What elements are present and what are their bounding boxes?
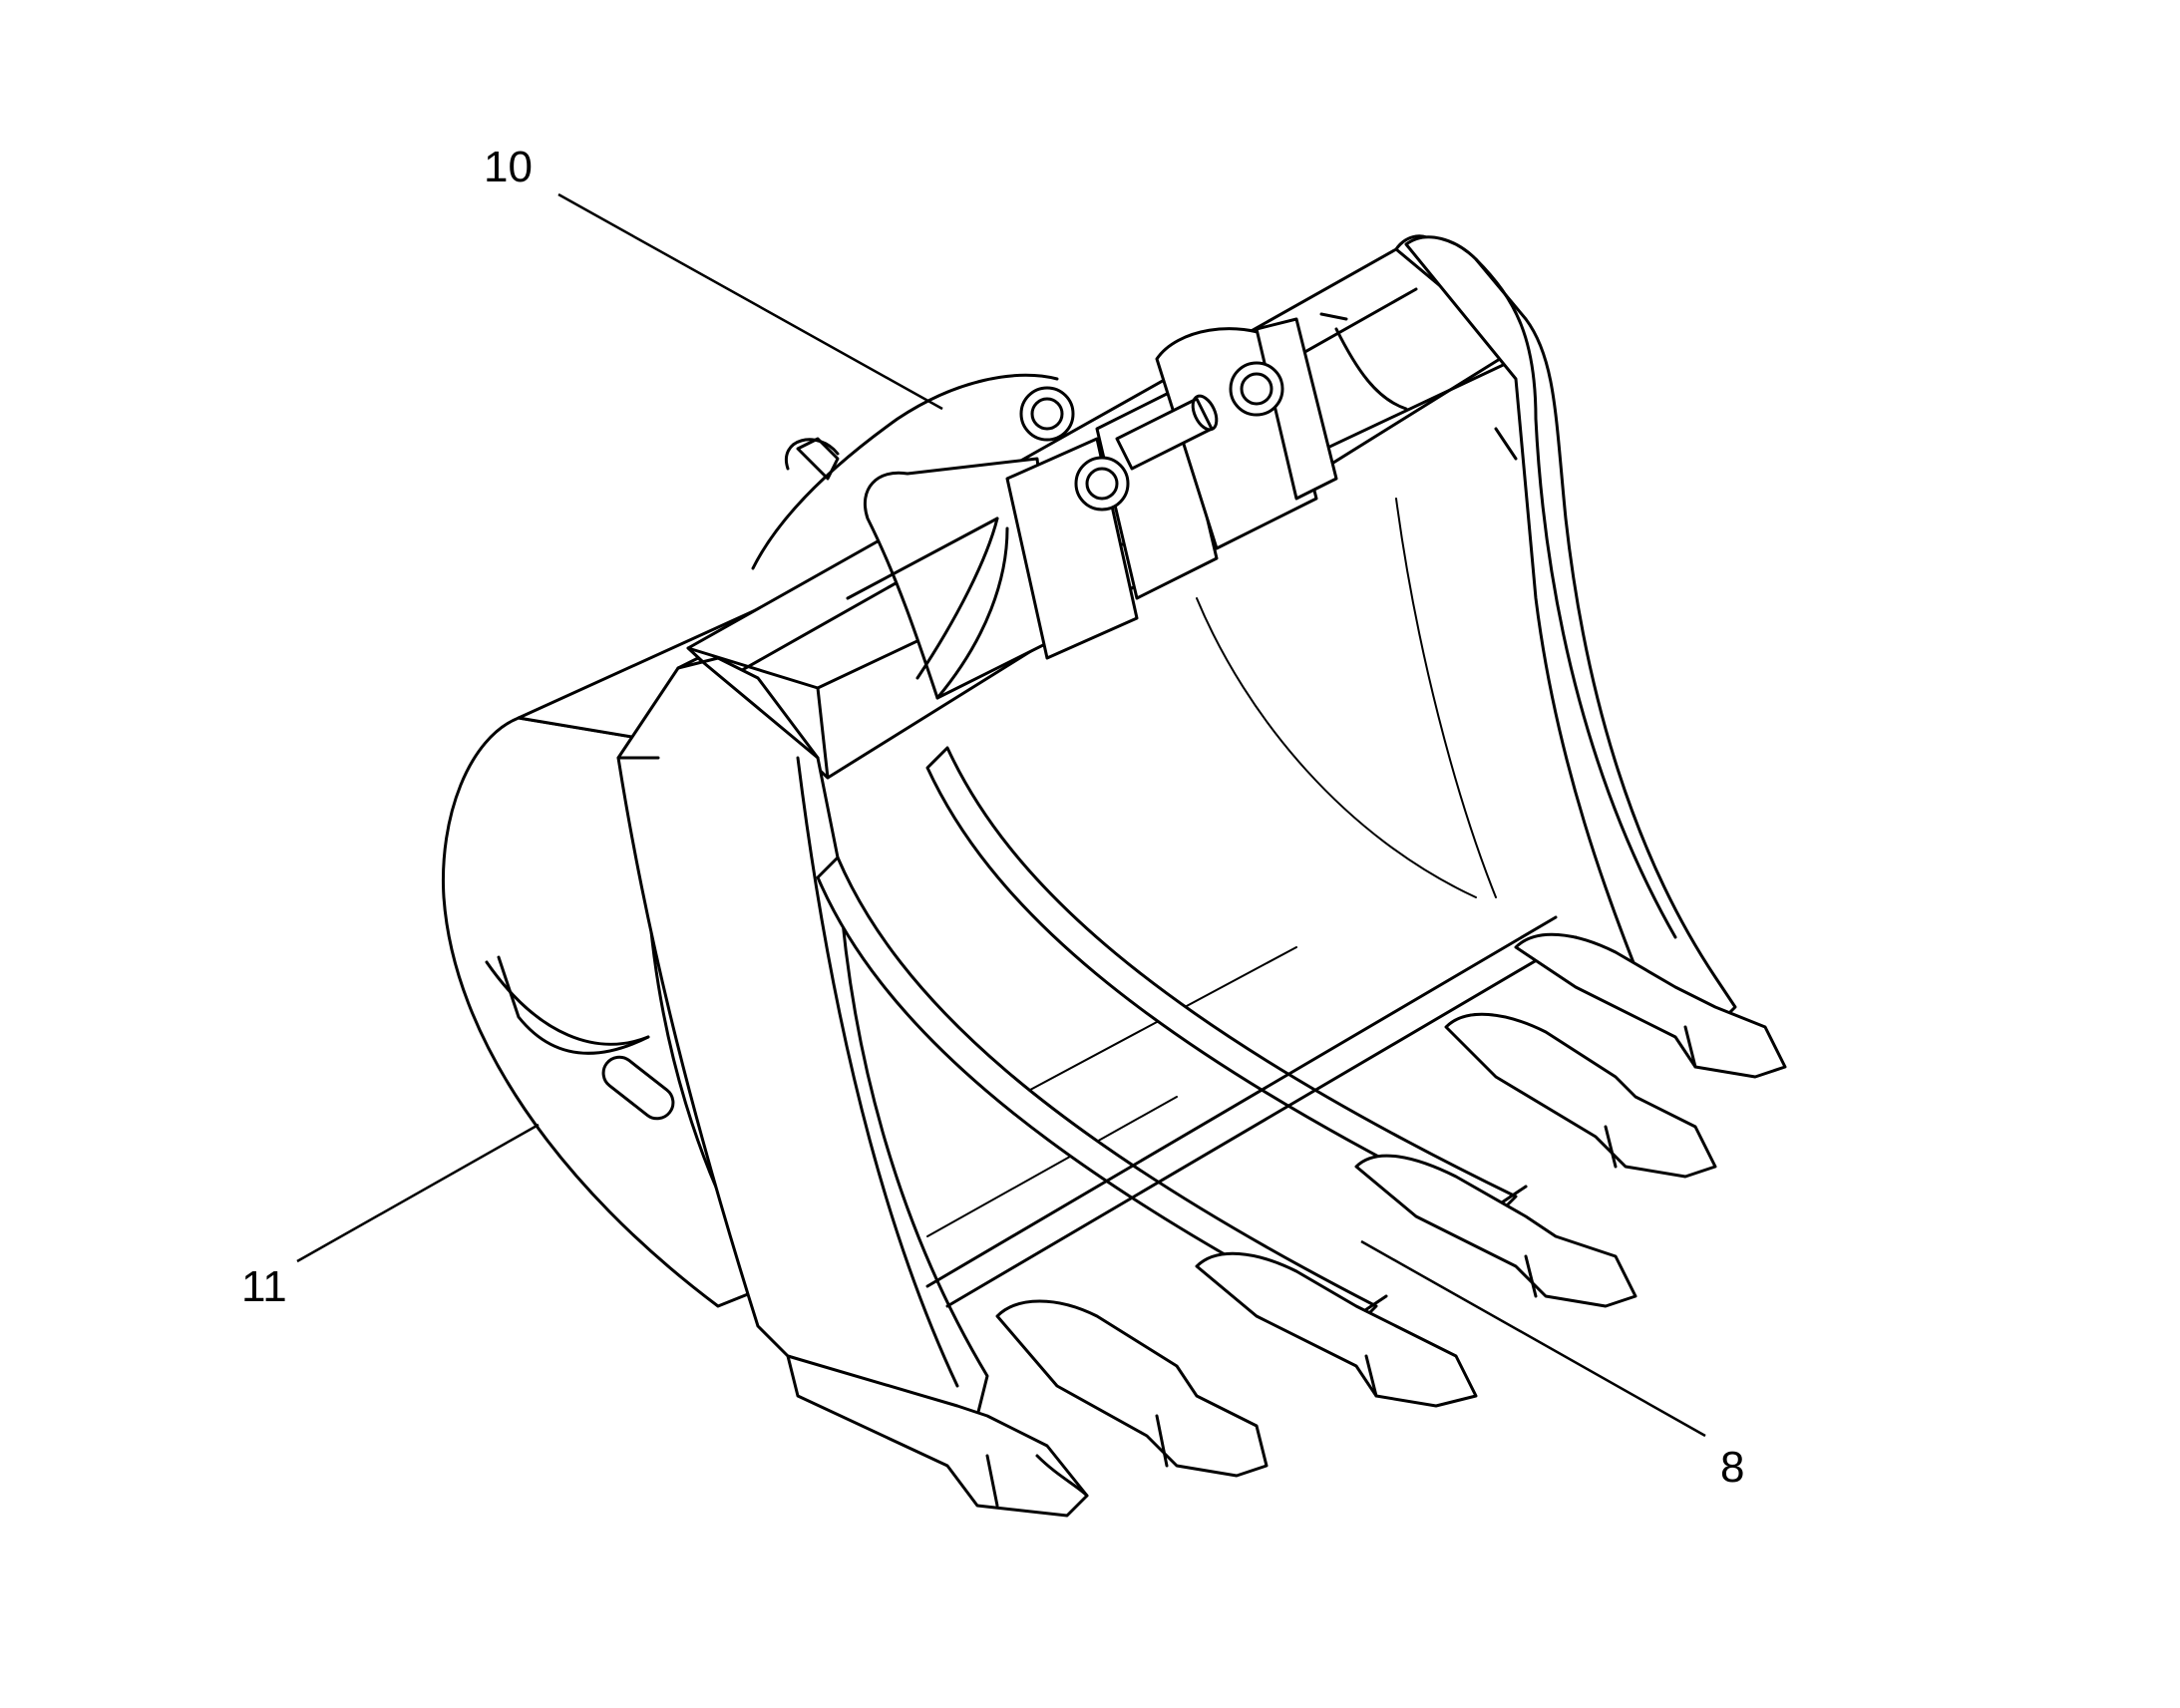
leader-line-11 [296, 1123, 540, 1263]
callout-8-group: 8 [1360, 1239, 1744, 1492]
tooth-4 [1354, 1154, 1637, 1308]
callout-10-group: 10 [484, 143, 943, 411]
bucket-cutting-edge [925, 915, 1578, 1308]
callout-label-10: 10 [484, 143, 533, 191]
leader-line-8 [1360, 1239, 1706, 1438]
tooth-5 [1444, 1012, 1717, 1179]
bucket-floor-ribs [816, 746, 1528, 1328]
tooth-2 [995, 1299, 1269, 1478]
bucket-right-side-plate [1404, 235, 1737, 1039]
bucket-back-shell [441, 686, 770, 1308]
tooth-1 [786, 1354, 1089, 1518]
tooth-6 [1514, 932, 1787, 1079]
callout-11-group: 11 [241, 1123, 540, 1311]
callout-label-11: 11 [241, 1262, 287, 1311]
bucket-interior [926, 498, 1497, 1237]
callout-label-8: 8 [1720, 1443, 1744, 1492]
tooth-3 [1195, 1251, 1478, 1408]
bucket-teeth [786, 932, 1787, 1518]
bucket-illustration [441, 234, 1787, 1518]
bucket-mount-lugs [863, 312, 1408, 700]
bucket-left-side-plate [616, 656, 989, 1418]
leader-line-10 [557, 192, 943, 411]
bucket-hook-curves [846, 516, 1009, 700]
